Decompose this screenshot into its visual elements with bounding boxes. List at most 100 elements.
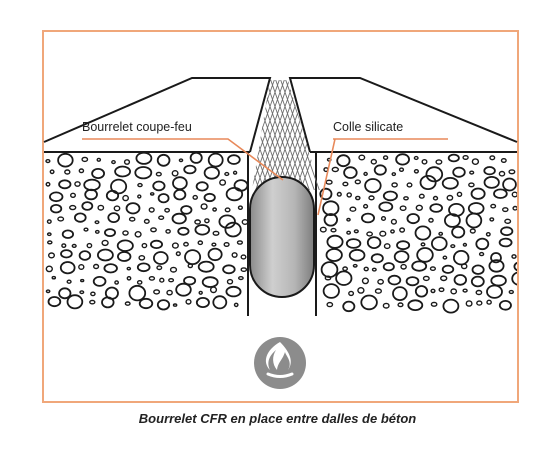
aggregate-pebble [159,277,165,283]
aggregate-pebble [320,261,339,279]
aggregate-pebble [241,219,248,225]
diagram-frame [42,30,519,403]
aggregate-pebble [391,172,397,177]
aggregate-pebble [45,181,51,187]
aggregate-pebble [92,263,100,270]
aggregate-pebble [114,280,120,285]
aggregate-pebble [462,242,468,247]
aggregate-pebble [135,153,153,165]
aggregate-pebble [490,203,497,209]
aggregate-pebble [360,294,378,311]
aggregate-pebble [323,213,339,227]
aggregate-pebble [240,254,247,260]
label-silicate-glue: Colle silicate [333,120,404,134]
aggregate-pebble [370,158,377,165]
aggregate-pebble [468,182,475,188]
aggregate-pebble [90,291,96,297]
aggregate-pebble [467,202,485,215]
aggregate-pebble [393,250,410,264]
aggregate-pebble [390,218,398,225]
right-concrete-slab [315,151,517,316]
aggregate-pebble [342,266,348,272]
aggregate-pebble [172,176,188,191]
aggregate-pebble [382,190,398,202]
figure-caption: Bourrelet CFR en place entre dalles de b… [138,411,417,426]
aggregate-pebble [81,156,89,163]
aggregate-pebble [180,205,193,215]
aggregate-pebble [152,180,166,192]
aggregate-pebble [442,255,448,260]
aggregate-pebble [399,205,407,211]
mesh-strand [314,80,320,190]
aggregate-pebble [58,287,72,300]
screed-surface [43,77,518,153]
aggregate-pebble [462,154,469,160]
aggregate-pebble [184,249,202,266]
aggregate-pebble [486,284,503,299]
aggregate-pebble [96,157,102,162]
aggregate-pebble [49,191,64,203]
aggregate-pebble [236,240,244,245]
aggregate-pebble [441,177,459,190]
aggregate-pebble [511,254,517,259]
aggregate-pebble [114,165,131,178]
aggregate-pebble [51,275,57,280]
aggregate-pebble [414,285,429,298]
aggregate-pebble [500,157,507,163]
aggregate-pebble [379,230,387,237]
silicate-glue-mesh [180,78,320,192]
aggregate-pebble [212,207,218,212]
aggregate-pebble [226,278,234,285]
aggregate-pebble [194,219,202,225]
aggregate-pebble [366,231,373,237]
aggregate-pebble [342,300,356,313]
aggregate-pebble [136,262,151,273]
aggregate-pebble [122,194,130,202]
aggregate-pebble [104,228,117,238]
aggregate-pebble [452,166,466,178]
aggregate-pebble [168,278,175,283]
aggregate-pebble [231,252,238,258]
mesh-strand [289,80,320,190]
aggregate-pebble [101,296,115,309]
aggregate-pebble [194,224,211,236]
aggregate-pebble [86,242,93,249]
aggregate-pebble [488,259,505,273]
aggregate-pebble [430,236,448,252]
aggregate-pebble [166,289,173,296]
mesh-strand [299,80,320,190]
aggregate-pebble [89,299,96,305]
aggregate-pebble [450,244,456,249]
aggregate-pebble [138,254,146,261]
aggregate-pebble [124,301,131,306]
aggregate-pebble [435,159,443,165]
aggregate-pebble [382,155,389,161]
aggregate-pebble [148,275,156,281]
aggregate-pebble [360,212,375,224]
aggregate-pebble [203,166,220,180]
aggregate-pebble [92,275,107,287]
aggregate-pebble [498,237,513,248]
leader-lines [82,138,448,216]
aggregate-pebble [158,215,165,220]
aggregate-pebble [358,154,366,161]
aggregate-pebble [94,229,100,234]
aggregate-pebble [224,207,231,213]
aggregate-pebble [141,242,148,249]
aggregate-pebble [97,204,105,211]
mesh-strand [180,78,220,192]
aggregate-pebble [183,164,197,175]
aggregate-pebble [489,217,495,222]
aggregate-pebble [83,178,101,192]
aggregate-pebble [101,239,109,247]
aggregate-pebble [399,227,406,233]
aggregate-pebble [46,219,52,225]
aggregate-pebble [185,298,192,305]
aggregate-pebble [183,241,189,247]
aggregate-pebble [490,274,507,287]
aggregate-pebble [363,266,369,272]
aggregate-pebble [224,221,242,238]
aggregate-pebble [363,203,369,209]
aggregate-pebble [198,290,203,295]
aggregate-pebble [420,242,426,247]
